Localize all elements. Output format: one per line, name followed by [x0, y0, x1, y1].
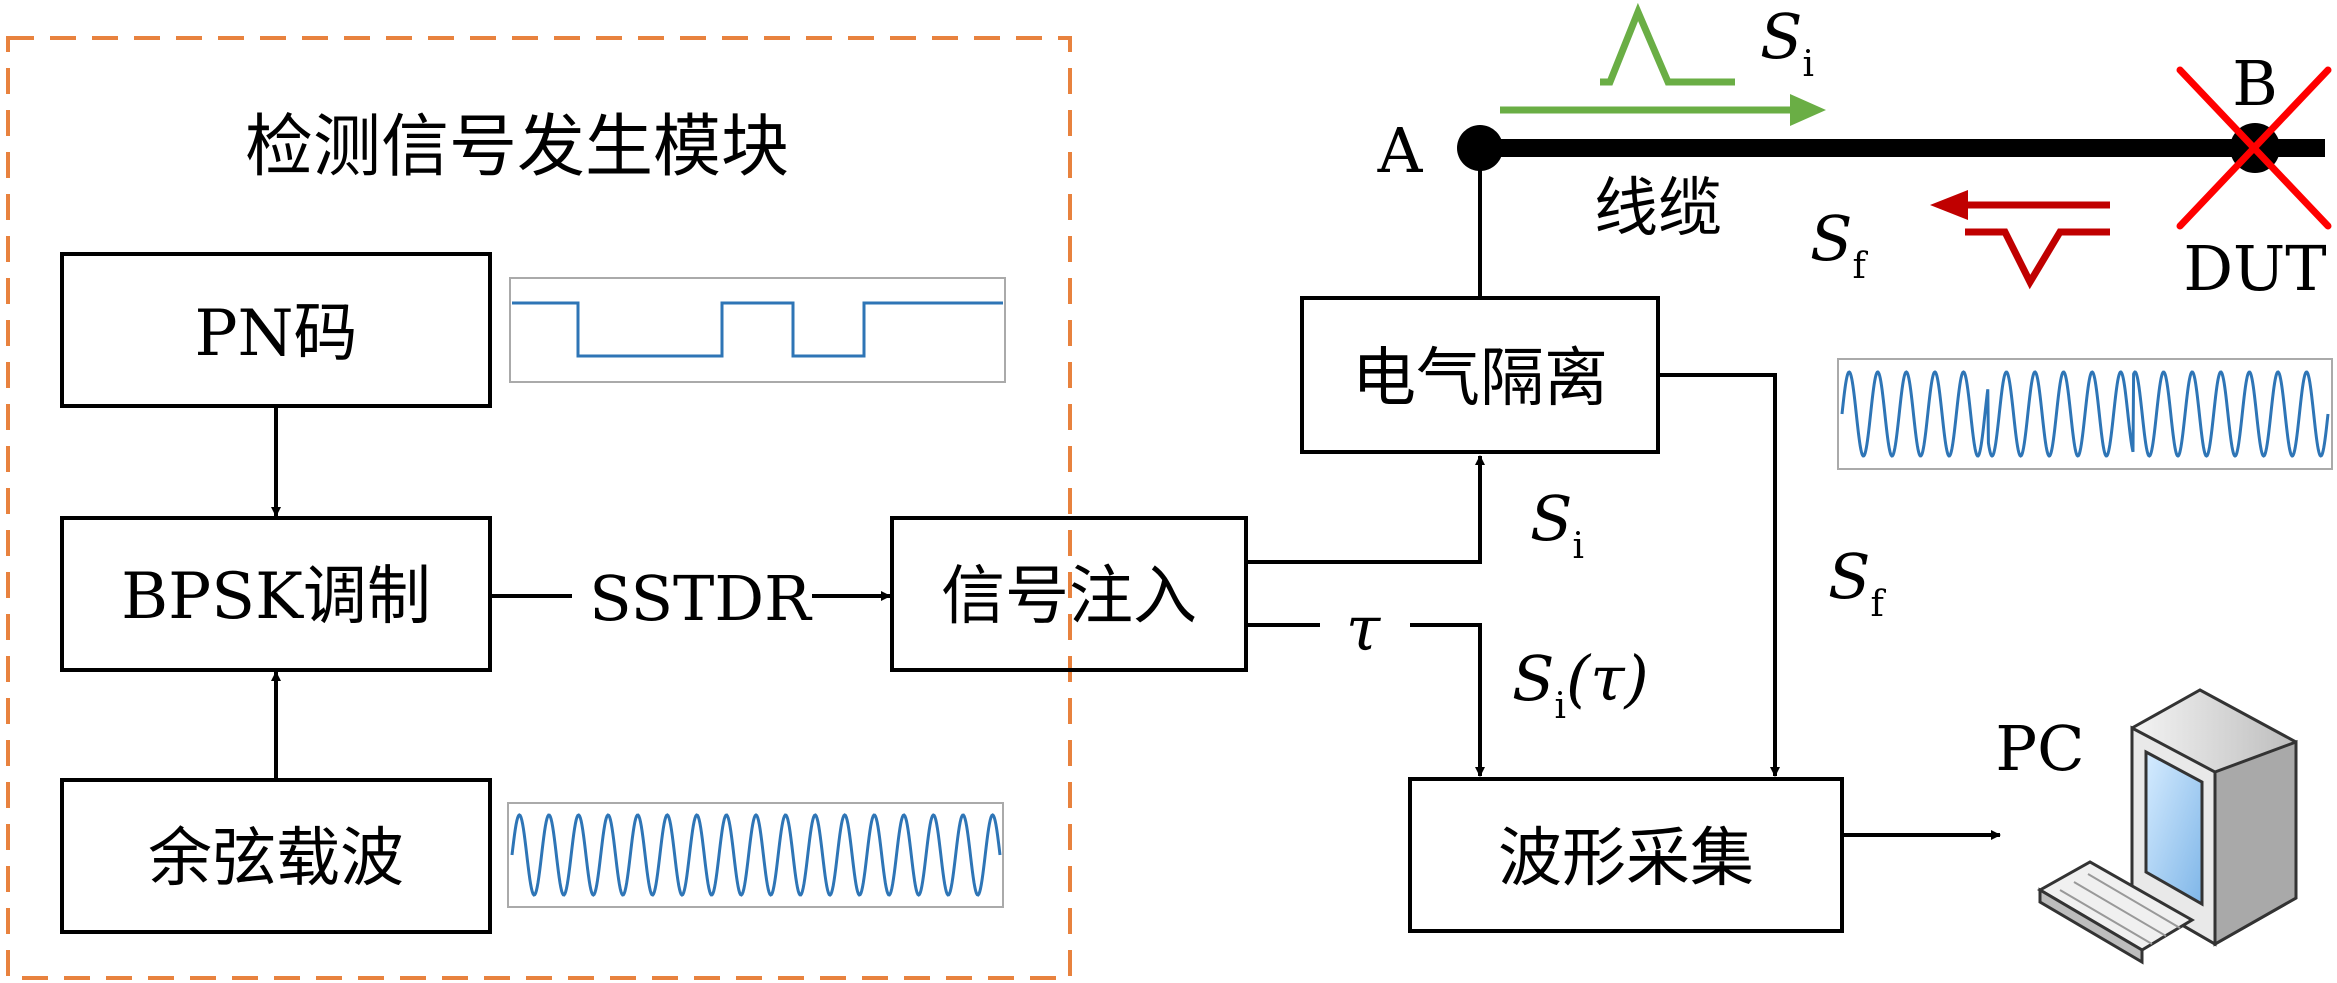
keyboard-icon	[2036, 860, 2195, 965]
cable-label: 线缆	[1594, 172, 1722, 246]
incident-pulse	[1600, 2, 1735, 86]
pn-wave	[512, 301, 1003, 358]
pn-code-label: PN码	[194, 297, 357, 371]
injection-block	[890, 516, 1248, 672]
injection-label: 信号注入	[941, 560, 1197, 634]
arrow-injection-to-isolation	[1246, 455, 1485, 564]
fault-cross-icon	[2176, 66, 2332, 230]
pc-label: PC	[1995, 712, 2084, 785]
si-main-label: Si	[1530, 482, 1584, 567]
pn-wave-frame	[509, 277, 1006, 383]
tau-label: τ	[1346, 592, 1382, 665]
dut-label: DUT	[2183, 232, 2326, 305]
point-a-node	[1457, 125, 1503, 171]
acquisition-label: 波形采集	[1498, 822, 1754, 896]
acquisition-block	[1408, 777, 1844, 933]
module-title: 检测信号发生模块	[245, 108, 789, 187]
point-a-label: A	[1377, 114, 1424, 187]
isolation-label: 电气隔离	[1352, 342, 1608, 416]
carrier-block	[60, 778, 492, 934]
carrier-label: 余弦载波	[148, 822, 404, 896]
carrier-wave	[510, 813, 1002, 897]
module-border	[6, 36, 1072, 980]
reflected-pulse	[1965, 228, 2110, 290]
point-b-label: B	[2232, 47, 2278, 120]
sstdr-label: SSTDR	[589, 562, 813, 635]
computer-icon	[2130, 688, 2298, 947]
sf-side-label: Sf	[1828, 540, 1886, 625]
ssc-wave	[1840, 370, 2330, 458]
arrow-isolation-to-acquisition	[1658, 373, 1780, 777]
sf-top-label: Sf	[1810, 202, 1868, 287]
si-tau-label: Si(τ)	[1512, 642, 1649, 727]
bpsk-block	[60, 516, 492, 672]
arrow-tau-to-acquisition	[1410, 623, 1485, 777]
si-top-label: Si	[1760, 0, 1814, 85]
bpsk-label: BPSK调制	[121, 560, 431, 634]
isolation-block	[1300, 296, 1660, 454]
